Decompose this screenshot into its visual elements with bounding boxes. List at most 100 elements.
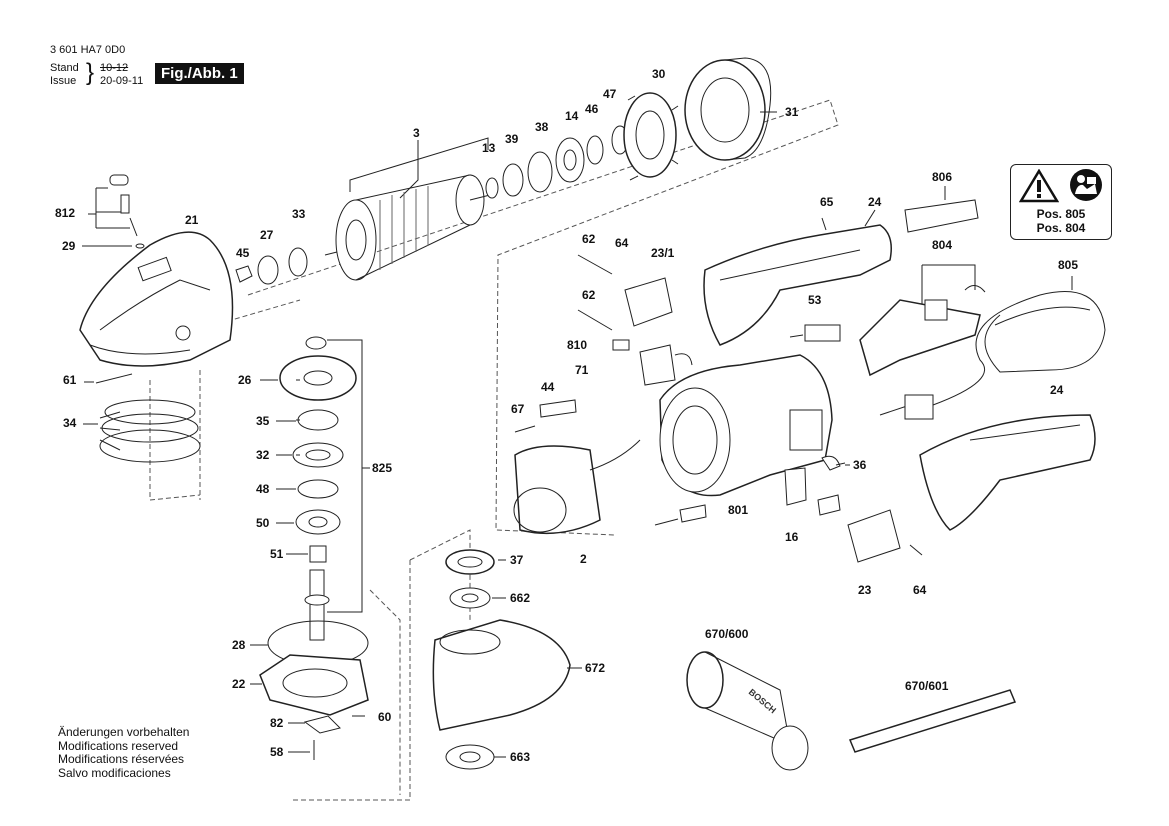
footnote-fr: Modifications réservées <box>58 752 185 766</box>
label-p65: 65 <box>820 195 834 209</box>
gear-head-flange <box>259 654 369 716</box>
part-50 <box>295 509 341 535</box>
label-p30: 30 <box>652 67 666 81</box>
label-p36: 36 <box>853 458 867 472</box>
label-p32: 32 <box>256 448 270 462</box>
label-p670-601: 670/601 <box>905 679 949 693</box>
issue-label: Issue <box>50 75 77 87</box>
label-p44: 44 <box>541 380 555 394</box>
part-number: 3 601 HA7 0D0 <box>50 44 126 56</box>
part-35 <box>297 409 339 431</box>
label-p2: 2 <box>580 552 587 566</box>
label-p61: 61 <box>63 373 77 387</box>
read-manual-icon <box>1070 169 1102 201</box>
footnote-de: Änderungen vorbehalten <box>58 725 190 739</box>
label-p35: 35 <box>256 414 270 428</box>
spanner-wrench <box>848 689 1017 753</box>
front-housing <box>79 231 234 367</box>
part-33 <box>288 247 308 277</box>
label-p60: 60 <box>378 710 392 724</box>
label-p662: 662 <box>510 591 530 605</box>
part-45 <box>235 265 253 283</box>
part-82 <box>303 715 341 734</box>
bracket-825 <box>327 339 363 613</box>
label-p29: 29 <box>62 239 76 253</box>
footnote-en: Modifications reserved <box>58 738 179 753</box>
label-p62b: 62 <box>582 288 596 302</box>
footnote-es: Salvo modificaciones <box>58 765 171 780</box>
part-13 <box>485 177 499 199</box>
rear-handle-lower <box>919 414 1096 531</box>
part-51 <box>309 545 327 563</box>
old-date: 10-12 <box>100 62 129 74</box>
label-p806: 806 <box>932 170 952 184</box>
label-p33: 33 <box>292 207 306 221</box>
label-p812: 812 <box>55 206 75 220</box>
pos-804-label: Pos. 804 <box>1036 221 1086 235</box>
label-p24a: 24 <box>868 195 882 209</box>
part-44 <box>539 399 577 418</box>
part-16 <box>784 467 807 506</box>
label-p672: 672 <box>585 661 605 675</box>
rear-handle-upper <box>703 224 892 346</box>
footnotes: Änderungen vorbehalten Modifications res… <box>58 725 190 780</box>
label-p82: 82 <box>270 716 284 730</box>
label-p670-600: 670/600 <box>705 627 749 641</box>
label-p51: 51 <box>270 547 284 561</box>
part-39 <box>502 163 524 197</box>
warning-box: Pos. 805 Pos. 804 <box>1010 164 1112 240</box>
label-p53: 53 <box>808 293 822 307</box>
label-p23-1: 23/1 <box>651 246 675 260</box>
label-p663: 663 <box>510 750 530 764</box>
label-p810: 810 <box>567 338 587 352</box>
label-p3: 3 <box>413 126 420 140</box>
bevel-gear <box>623 92 679 181</box>
warning-triangle-icon <box>1019 169 1059 203</box>
part-23 <box>847 509 901 563</box>
label-p14: 14 <box>565 109 579 123</box>
pos-805-label: Pos. 805 <box>1036 207 1086 221</box>
label-p804: 804 <box>932 238 952 252</box>
label-p31: 31 <box>785 105 799 119</box>
label-p64b: 64 <box>913 583 927 597</box>
label-p27: 27 <box>260 228 274 242</box>
label-p34: 34 <box>63 416 77 430</box>
part-662 <box>449 587 491 609</box>
label-p50: 50 <box>256 516 270 530</box>
label-p71: 71 <box>575 363 589 377</box>
part-38 <box>527 151 553 193</box>
part-37 <box>445 549 495 575</box>
part-labels: 3 13 39 38 14 46 47 30 31 812 21 29 45 2… <box>55 67 1078 764</box>
label-p67: 67 <box>511 402 525 416</box>
label-p37: 37 <box>510 553 524 567</box>
label-p58: 58 <box>270 745 284 759</box>
label-p801: 801 <box>728 503 748 517</box>
label-p38: 38 <box>535 120 549 134</box>
brace: } <box>86 59 95 86</box>
stator <box>513 439 641 535</box>
part-14 <box>555 137 585 183</box>
label-p48: 48 <box>256 482 270 496</box>
label-p62a: 62 <box>582 232 596 246</box>
motor-housing <box>659 354 833 497</box>
label-p28: 28 <box>232 638 246 652</box>
brand-stamp: BOSCH <box>747 687 778 716</box>
gear-cover <box>684 57 772 161</box>
part-36 <box>821 455 841 471</box>
part-53 <box>804 324 841 342</box>
part-663 <box>445 744 495 770</box>
label-p13: 13 <box>482 141 496 155</box>
label-p26: 26 <box>238 373 252 387</box>
part-32 <box>292 442 344 468</box>
part-23-1 <box>624 277 673 327</box>
switch-assembly <box>859 285 986 377</box>
label-p39: 39 <box>505 132 519 146</box>
stand-label: Stand <box>50 62 79 74</box>
part-27 <box>257 255 279 285</box>
label-p16: 16 <box>785 530 799 544</box>
label-p45: 45 <box>236 246 250 260</box>
part-48 <box>297 479 339 499</box>
spindle <box>304 569 330 641</box>
label-p825: 825 <box>372 461 392 475</box>
label-p21: 21 <box>185 213 199 227</box>
